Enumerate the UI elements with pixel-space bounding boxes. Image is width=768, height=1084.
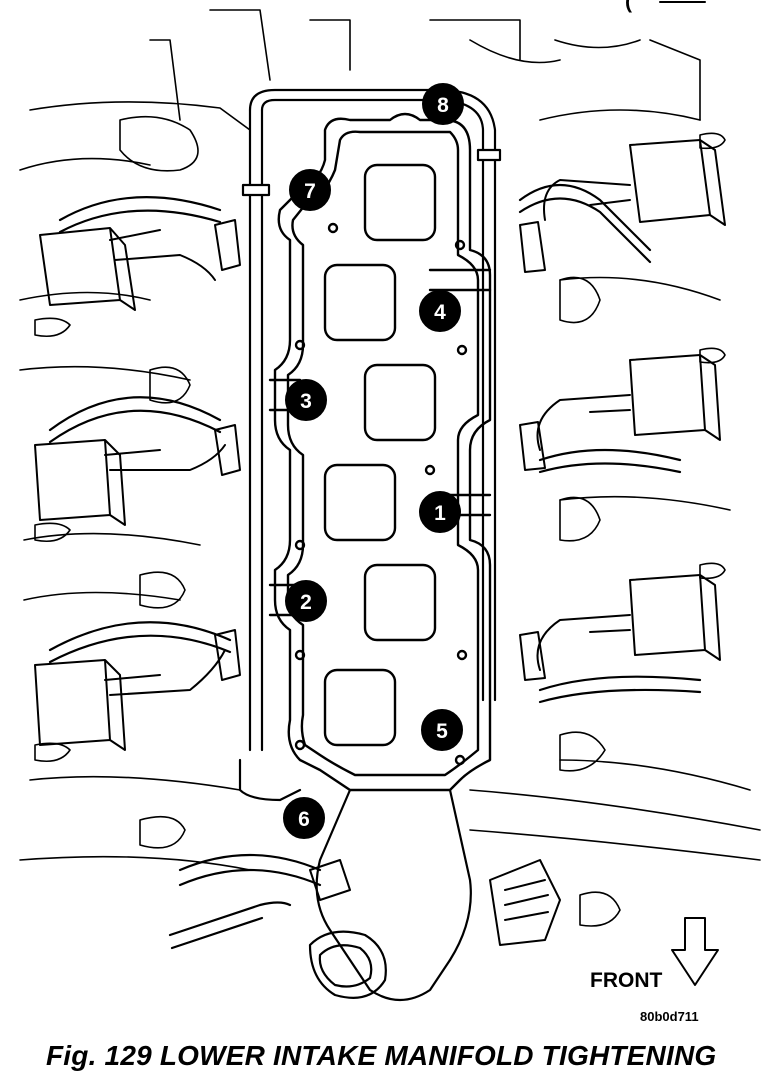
- bolt-6: 6: [283, 797, 325, 839]
- coolant-outlet: [238, 758, 472, 1001]
- bolt-3: 3: [285, 379, 327, 421]
- svg-text:3: 3: [300, 390, 312, 413]
- ignition-coils-right: [536, 139, 726, 671]
- fuel-injectors: [214, 219, 546, 681]
- front-arrow-icon: [671, 917, 719, 986]
- bolt-5: 5: [421, 709, 463, 751]
- front-label: FRONT: [590, 969, 662, 992]
- bolt-7: 7: [289, 169, 331, 211]
- bolt-1: 1: [419, 491, 461, 533]
- sensor-connector: [309, 859, 561, 946]
- svg-text:2: 2: [300, 591, 312, 614]
- figure-code: 80b0d711: [640, 1009, 699, 1024]
- svg-text:6: 6: [298, 808, 310, 831]
- svg-text:5: 5: [436, 720, 448, 743]
- svg-text:7: 7: [304, 180, 316, 203]
- intake-manifold-gasket: [268, 112, 492, 792]
- bolt-2: 2: [285, 580, 327, 622]
- figure-caption: Fig. 129 LOWER INTAKE MANIFOLD TIGHTENIN…: [46, 1040, 717, 1071]
- svg-text:4: 4: [434, 301, 446, 324]
- engine-block: [19, 9, 761, 927]
- intake-manifold-illustration: (: [19, 0, 761, 1024]
- bolt-4: 4: [419, 290, 461, 332]
- ignition-coils-left: [34, 227, 226, 751]
- svg-text:1: 1: [434, 502, 446, 525]
- header-fragment: (: [625, 0, 632, 13]
- svg-text:8: 8: [437, 94, 449, 117]
- wire-harness: [48, 183, 702, 950]
- bolt-8: 8: [422, 83, 464, 125]
